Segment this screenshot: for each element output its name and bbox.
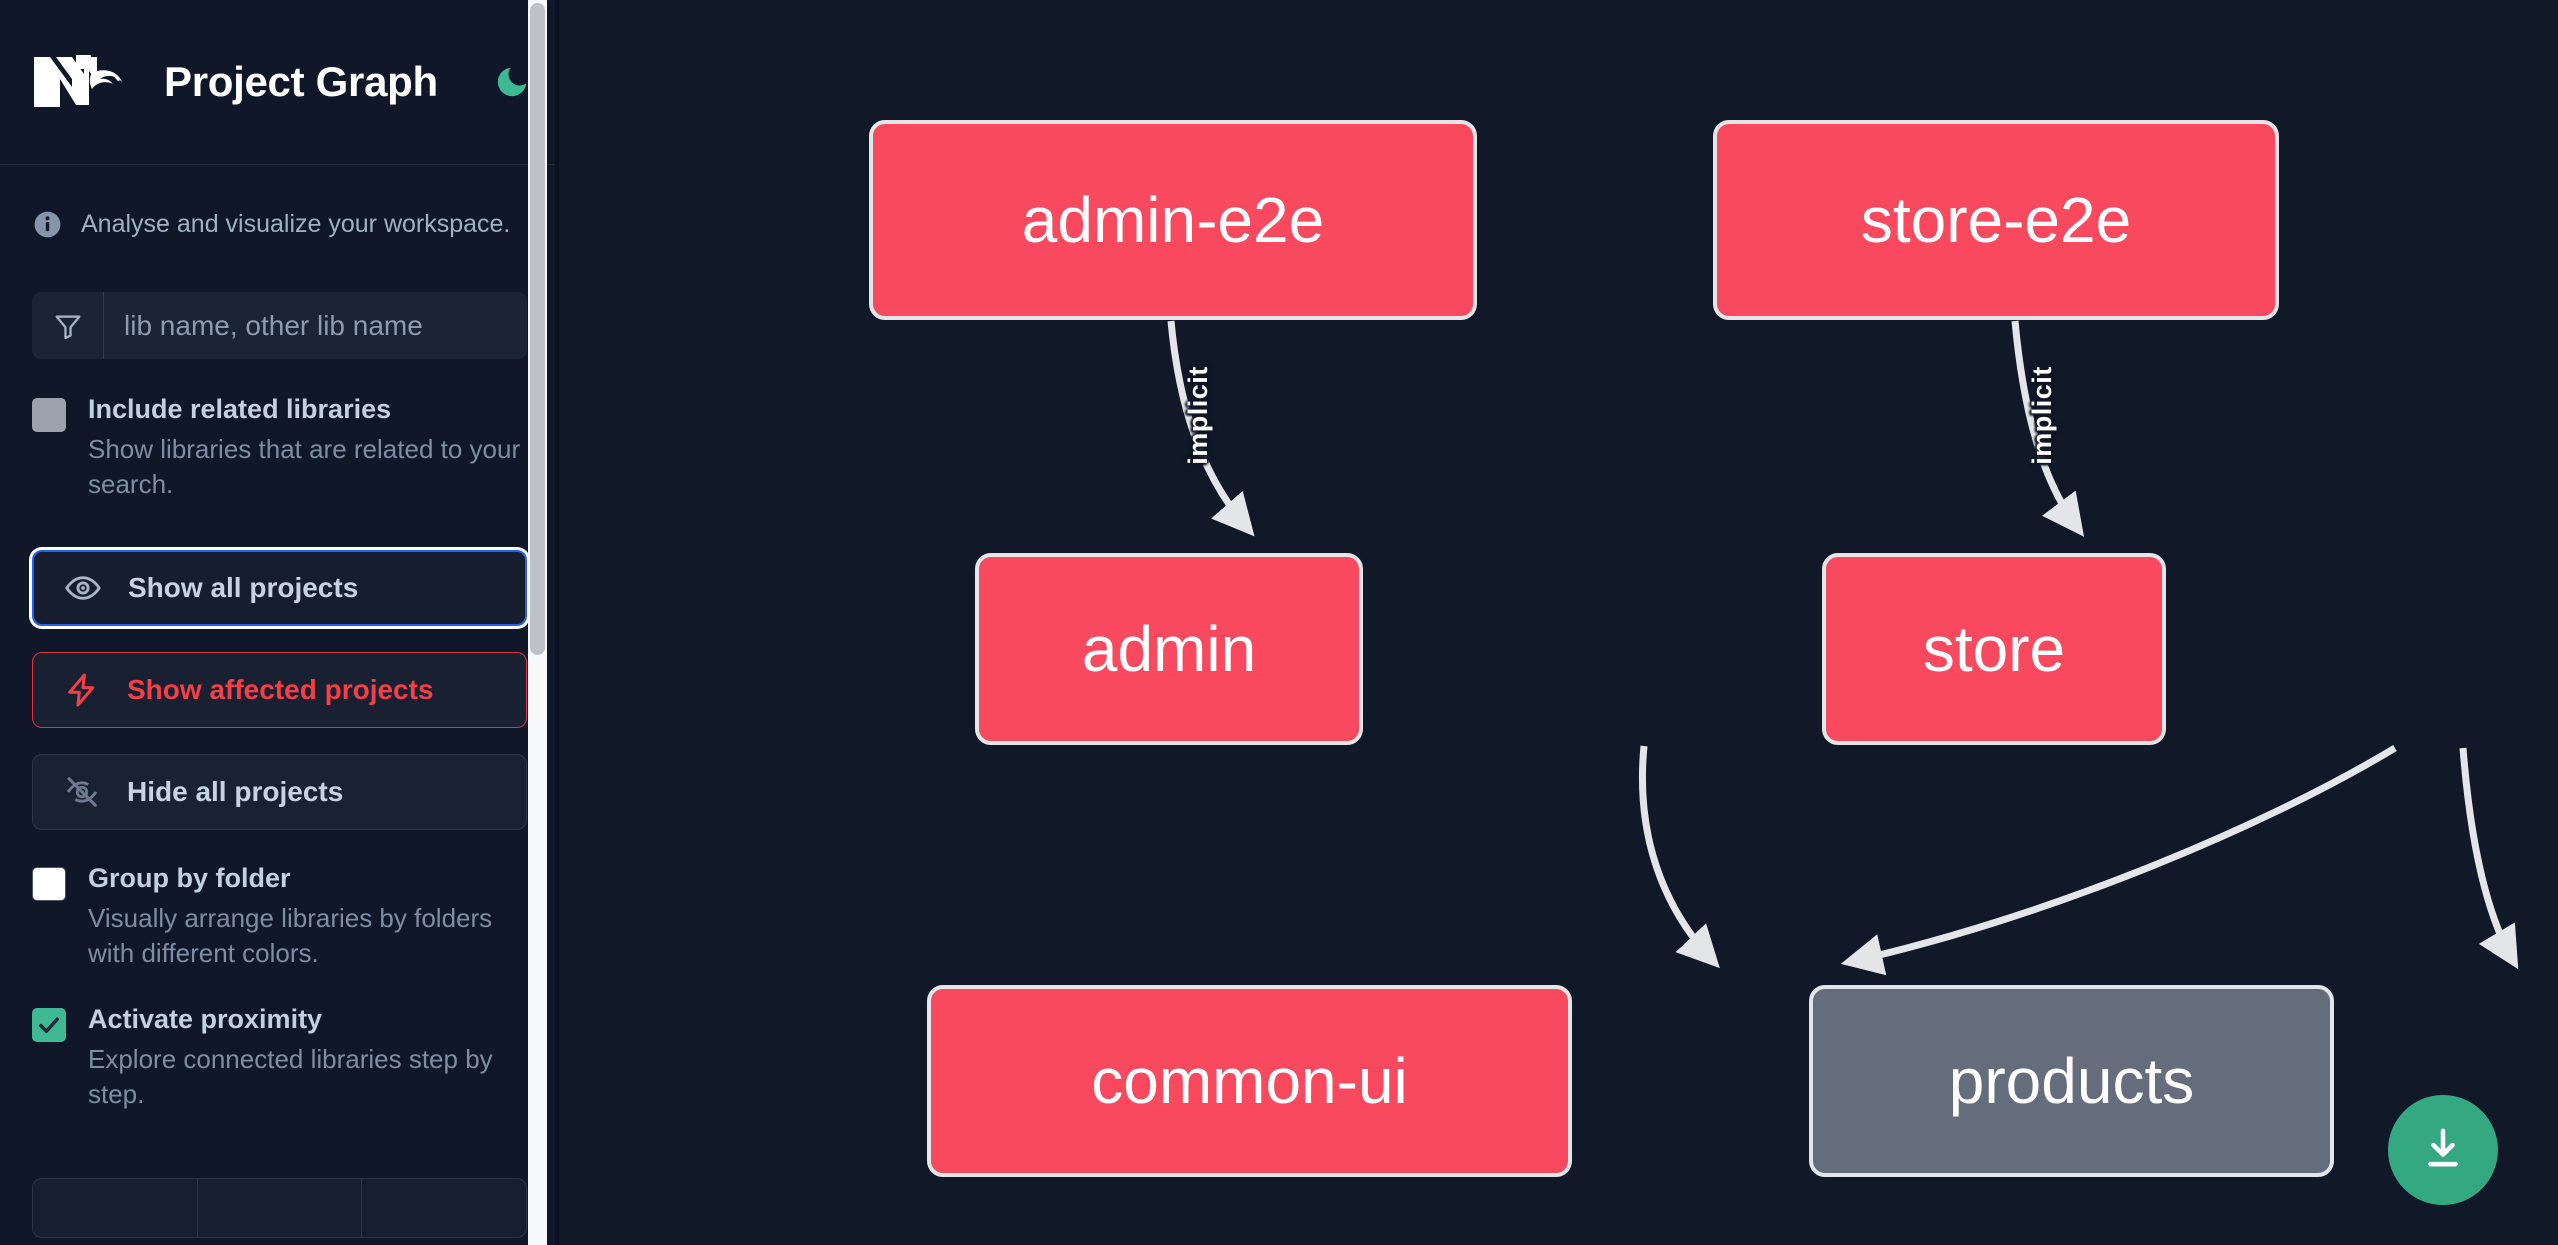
edge-store-to-products — [2459, 747, 2519, 970]
search-input[interactable] — [104, 292, 527, 359]
download-graph-button[interactable] — [2388, 1095, 2498, 1205]
tagline-text: Analyse and visualize your workspace. — [81, 210, 511, 238]
tagline: Analyse and visualize your workspace. — [0, 165, 559, 240]
filter-funnel-icon — [32, 292, 104, 359]
node-label: products — [1948, 1045, 2195, 1117]
group-by-folder-description: Visually arrange libraries by folders wi… — [88, 903, 493, 969]
show-all-projects-label: Show all projects — [128, 572, 359, 604]
project-visibility-buttons: Show all projects Show affected projects — [32, 550, 527, 831]
activate-proximity-checkbox[interactable] — [32, 1008, 66, 1043]
edge-admin-to-common-ui — [1638, 745, 1720, 969]
option-include-related-libraries[interactable]: Include related libraries Show libraries… — [0, 393, 559, 502]
hide-all-projects-label: Hide all projects — [127, 776, 344, 808]
edge-admin-e2e-to-admin — [1167, 320, 1255, 537]
lightning-bolt-icon — [61, 669, 103, 711]
graph-node-common-ui[interactable]: common-ui — [927, 985, 1572, 1177]
page-title: Project Graph — [164, 58, 438, 105]
segmented-option-2[interactable] — [198, 1179, 363, 1238]
segmented-option-3[interactable] — [362, 1179, 526, 1237]
node-label: admin — [1081, 613, 1257, 685]
group-by-folder-checkbox[interactable] — [32, 867, 66, 902]
sidebar-header: Project Graph — [0, 0, 559, 165]
nx-logo-icon — [32, 51, 124, 113]
hide-all-projects-button[interactable]: Hide all projects — [32, 754, 527, 831]
option-activate-proximity[interactable]: Activate proximity Explore connected lib… — [0, 1003, 559, 1112]
eye-icon — [62, 567, 104, 609]
group-by-folder-label: Group by folder — [88, 863, 291, 894]
show-all-projects-button[interactable]: Show all projects — [32, 550, 527, 627]
node-label: admin-e2e — [1021, 184, 1325, 256]
checkmark-icon — [39, 1017, 59, 1034]
graph-node-products[interactable]: products — [1809, 985, 2334, 1177]
graph-node-admin-e2e[interactable]: admin-e2e — [869, 120, 1477, 320]
activate-proximity-description: Explore connected libraries step by step… — [88, 1044, 493, 1110]
sidebar: Project Graph Analyse and visualize yo — [0, 0, 559, 1245]
sidebar-divider — [555, 0, 559, 1245]
include-related-label: Include related libraries — [88, 394, 392, 424]
show-affected-projects-label: Show affected projects — [127, 674, 434, 706]
option-group-by-folder[interactable]: Group by folder Visually arrange librari… — [0, 862, 559, 971]
segmented-option-1[interactable] — [33, 1179, 198, 1238]
eye-slash-icon — [61, 771, 103, 813]
project-graph-canvas[interactable]: implicit implicit admin-e2e store-e2e ad… — [559, 0, 2558, 1245]
sidebar-scrollbar-thumb[interactable] — [530, 3, 545, 655]
info-circle-icon — [32, 209, 63, 240]
activate-proximity-label: Activate proximity — [88, 1004, 323, 1035]
moon-icon[interactable] — [488, 58, 536, 106]
show-affected-projects-button[interactable]: Show affected projects — [32, 652, 527, 729]
node-label: store-e2e — [1860, 184, 2132, 256]
include-related-checkbox[interactable] — [32, 398, 66, 432]
download-icon — [2417, 1123, 2469, 1178]
graph-edges — [1167, 320, 2519, 976]
include-related-description: Show libraries that are related to your … — [88, 433, 521, 500]
search-box[interactable] — [32, 292, 527, 359]
graph-node-store-e2e[interactable]: store-e2e — [1713, 120, 2279, 320]
edge-store-to-common-ui — [1840, 745, 2397, 976]
node-label: common-ui — [1091, 1045, 1408, 1117]
node-label: store — [1922, 613, 2066, 685]
sidebar-scrollbar[interactable] — [528, 0, 547, 1245]
graph-node-admin[interactable]: admin — [975, 553, 1363, 745]
graph-node-store[interactable]: store — [1822, 553, 2166, 745]
edge-store-e2e-to-store — [2011, 320, 2085, 537]
proximity-segmented-control[interactable] — [32, 1178, 527, 1239]
